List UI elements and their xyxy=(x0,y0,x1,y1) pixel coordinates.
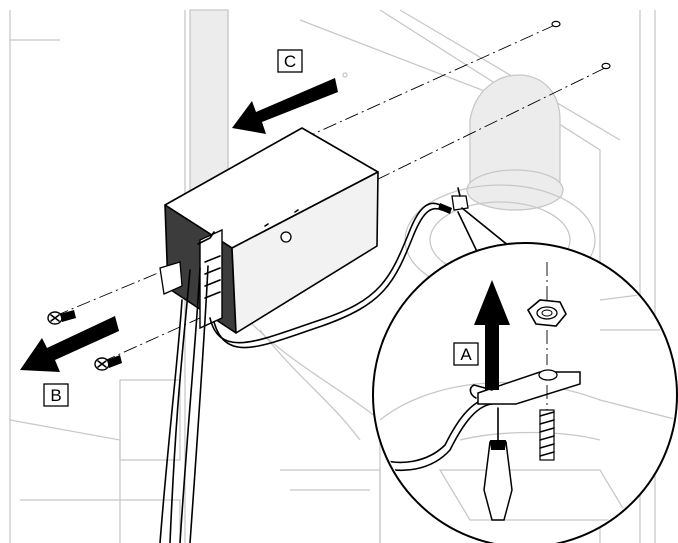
label-c: C xyxy=(277,49,303,73)
direction-arrows xyxy=(20,78,338,372)
alignment-lines xyxy=(54,24,606,363)
label-b-text: B xyxy=(50,386,61,405)
arrow-c xyxy=(232,78,338,134)
mounting-holes xyxy=(551,20,611,70)
box-screw xyxy=(280,231,292,243)
arrow-a xyxy=(474,280,510,390)
terminal-strip xyxy=(199,228,223,330)
screw-upper xyxy=(47,310,76,325)
threaded-stud xyxy=(539,409,555,461)
earth-stud xyxy=(451,195,469,211)
nut xyxy=(526,299,567,327)
label-b: B xyxy=(43,383,69,407)
box-front-face xyxy=(231,171,379,334)
label-a-text: A xyxy=(460,345,472,364)
appliance-background xyxy=(9,9,656,543)
cables xyxy=(159,187,469,543)
screwdriver xyxy=(483,407,513,521)
screws xyxy=(47,310,122,371)
arrow-b xyxy=(20,316,119,372)
detail-callout xyxy=(372,207,678,543)
label-a: A xyxy=(453,342,479,366)
screw-lower xyxy=(94,355,122,371)
label-c-text: C xyxy=(284,52,296,71)
side-connector xyxy=(159,261,183,295)
